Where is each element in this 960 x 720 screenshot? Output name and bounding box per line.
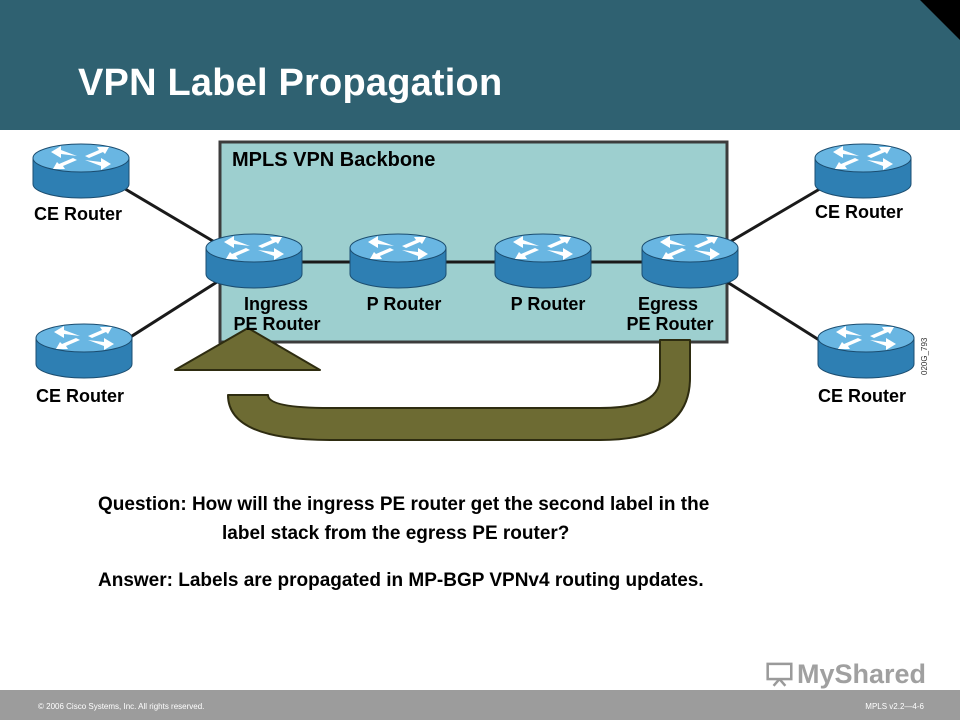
presentation-icon	[766, 662, 793, 687]
corner-decoration	[920, 0, 960, 40]
p-router-1-label: P Router	[367, 294, 442, 314]
egress-router-label-line1: Egress	[638, 294, 698, 314]
label-propagation-arrow	[174, 327, 691, 441]
ce-router-top-right-label: CE Router	[815, 202, 903, 222]
answer-text: Answer: Labels are propagated in MP-BGP …	[98, 570, 704, 591]
ce-router-top-left-icon	[32, 143, 130, 199]
egress-pe-router-icon	[641, 233, 739, 289]
question-line2: label stack from the egress PE router?	[222, 523, 570, 544]
ce-router-bottom-right-icon	[817, 323, 915, 379]
ce-router-top-left-label: CE Router	[34, 204, 122, 224]
mpls-backbone-box	[218, 140, 729, 344]
ingress-router-label-line2: PE Router	[233, 314, 320, 334]
ce-router-bottom-left-label: CE Router	[36, 386, 124, 406]
question-text: Question: How will the ingress PE router…	[98, 490, 709, 548]
footer-version: MPLS v2.2—4-6	[865, 702, 924, 711]
slide-title: VPN Label Propagation	[78, 62, 503, 104]
ce-router-bottom-left-icon	[35, 323, 133, 379]
footer-bar: © 2006 Cisco Systems, Inc. All rights re…	[0, 690, 960, 720]
ce-router-top-right-icon	[814, 143, 912, 199]
egress-router-label-line2: PE Router	[626, 314, 713, 334]
image-code: 020G_793	[920, 337, 929, 375]
watermark-text: MyShared	[796, 658, 926, 689]
ce-router-bottom-right-label: CE Router	[818, 386, 906, 406]
p-router-2-icon	[494, 233, 592, 289]
watermark: MyShared	[766, 656, 926, 692]
p-router-1-icon	[349, 233, 447, 289]
header-bar: VPN Label Propagation	[0, 0, 960, 130]
question-line1: Question: How will the ingress PE router…	[98, 494, 710, 515]
ingress-router-label-line1: Ingress	[244, 294, 308, 314]
mpls-diagram: MPLS VPN Backbone Ingress PE Router P Ro…	[32, 140, 929, 441]
p-router-2-label: P Router	[511, 294, 586, 314]
footer-copyright: © 2006 Cisco Systems, Inc. All rights re…	[38, 702, 205, 711]
backbone-label: MPLS VPN Backbone	[232, 149, 435, 171]
ingress-pe-router-icon	[205, 233, 303, 289]
